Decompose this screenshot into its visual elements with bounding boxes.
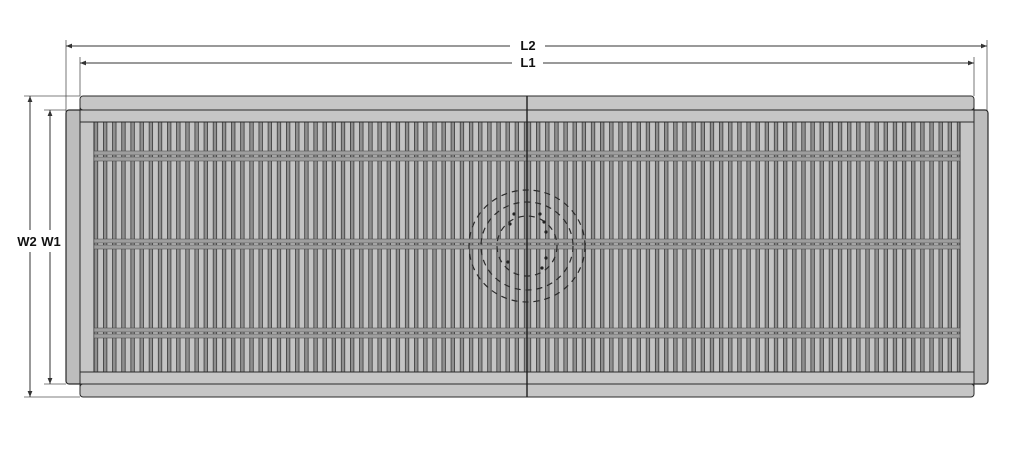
dimension-l2-label: L2 [520,38,535,53]
grating-body [65,95,989,398]
dimension-w1-label: W1 [41,234,61,249]
left-inner-border [79,121,95,373]
drain-outlet [468,189,586,303]
dimension-w2: W2 [17,95,80,398]
right-inner-border [959,121,975,373]
dimension-l1: L1 [79,55,975,96]
dimension-w2-label: W2 [17,234,37,249]
dimension-l1-label: L1 [520,55,535,70]
dimension-w1: W1 [41,109,66,385]
dimension-l2: L2 [65,38,988,112]
